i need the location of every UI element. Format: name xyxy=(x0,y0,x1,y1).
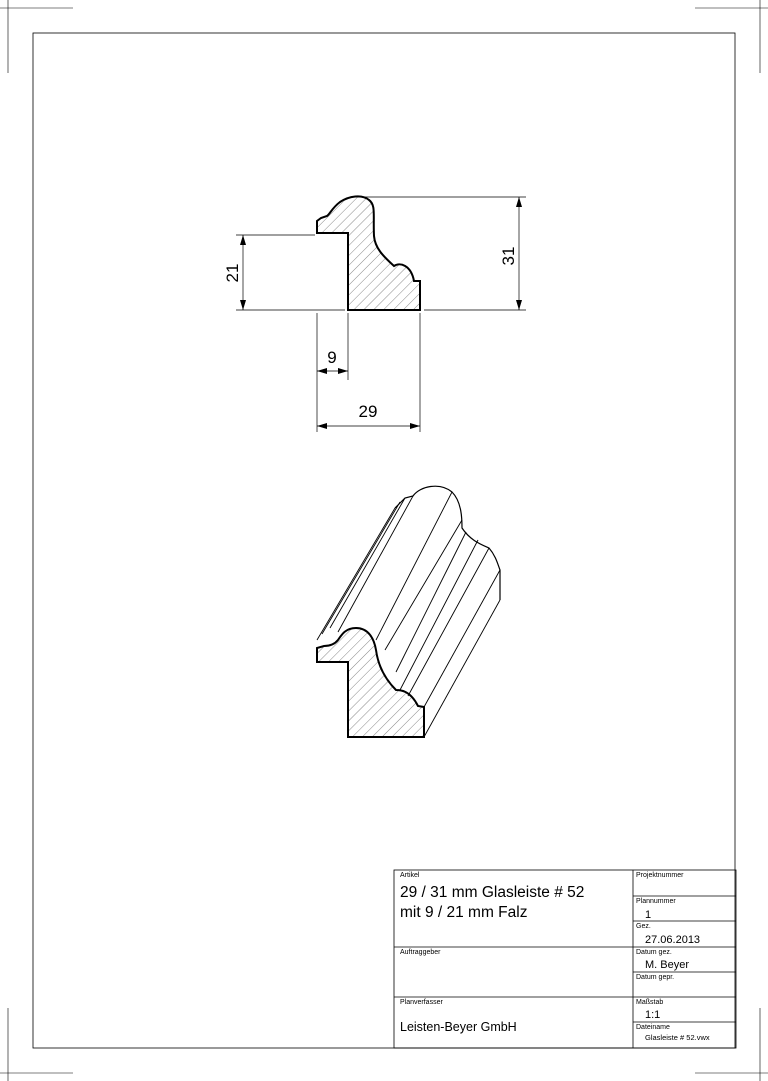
profile-outline xyxy=(316,195,421,311)
massstab-value: 1:1 xyxy=(645,1009,661,1021)
gez-label: Gez. xyxy=(636,923,651,930)
massstab-label: Maßstab xyxy=(636,999,664,1006)
artikel-line-2: mit 9 / 21 mm Falz xyxy=(400,904,528,921)
datum-gez-label: Datum gez. xyxy=(636,949,672,956)
plannummer-label: Plannummer xyxy=(636,898,676,905)
planverfasser-label: Planverfasser xyxy=(400,999,443,1006)
iso-front-profile xyxy=(316,626,425,738)
auftraggeber-label: Auftraggeber xyxy=(400,949,441,956)
plannummer-value: 1 xyxy=(645,909,652,921)
gez-value: 27.06.2013 xyxy=(645,934,701,946)
datum-gez-value: M. Beyer xyxy=(645,959,690,971)
dimension-lines xyxy=(236,196,526,432)
datum-gepr-label: Datum gepr. xyxy=(636,974,675,981)
dimension-arrows xyxy=(240,197,522,429)
dim-label-29: 29 xyxy=(359,402,378,421)
iso-back-profile xyxy=(394,485,501,600)
dim-label-9: 9 xyxy=(327,348,336,367)
dim-label-21: 21 xyxy=(223,264,242,283)
dim-label-31: 31 xyxy=(499,247,518,266)
planverfasser-value: Leisten-Beyer GmbH xyxy=(400,1020,517,1034)
artikel-line-1: 29 / 31 mm Glasleiste # 52 xyxy=(400,884,585,901)
isometric-view xyxy=(316,485,501,738)
projektnummer-label: Projektnummer xyxy=(636,872,684,879)
dateiname-value: Glasleiste # 52.vwx xyxy=(645,1033,710,1042)
dateiname-label: Dateiname xyxy=(636,1024,670,1031)
artikel-label: Artikel xyxy=(400,872,420,879)
drawing-border xyxy=(32,32,736,1049)
title-block-frame xyxy=(393,869,737,1049)
profile-section xyxy=(316,195,421,311)
